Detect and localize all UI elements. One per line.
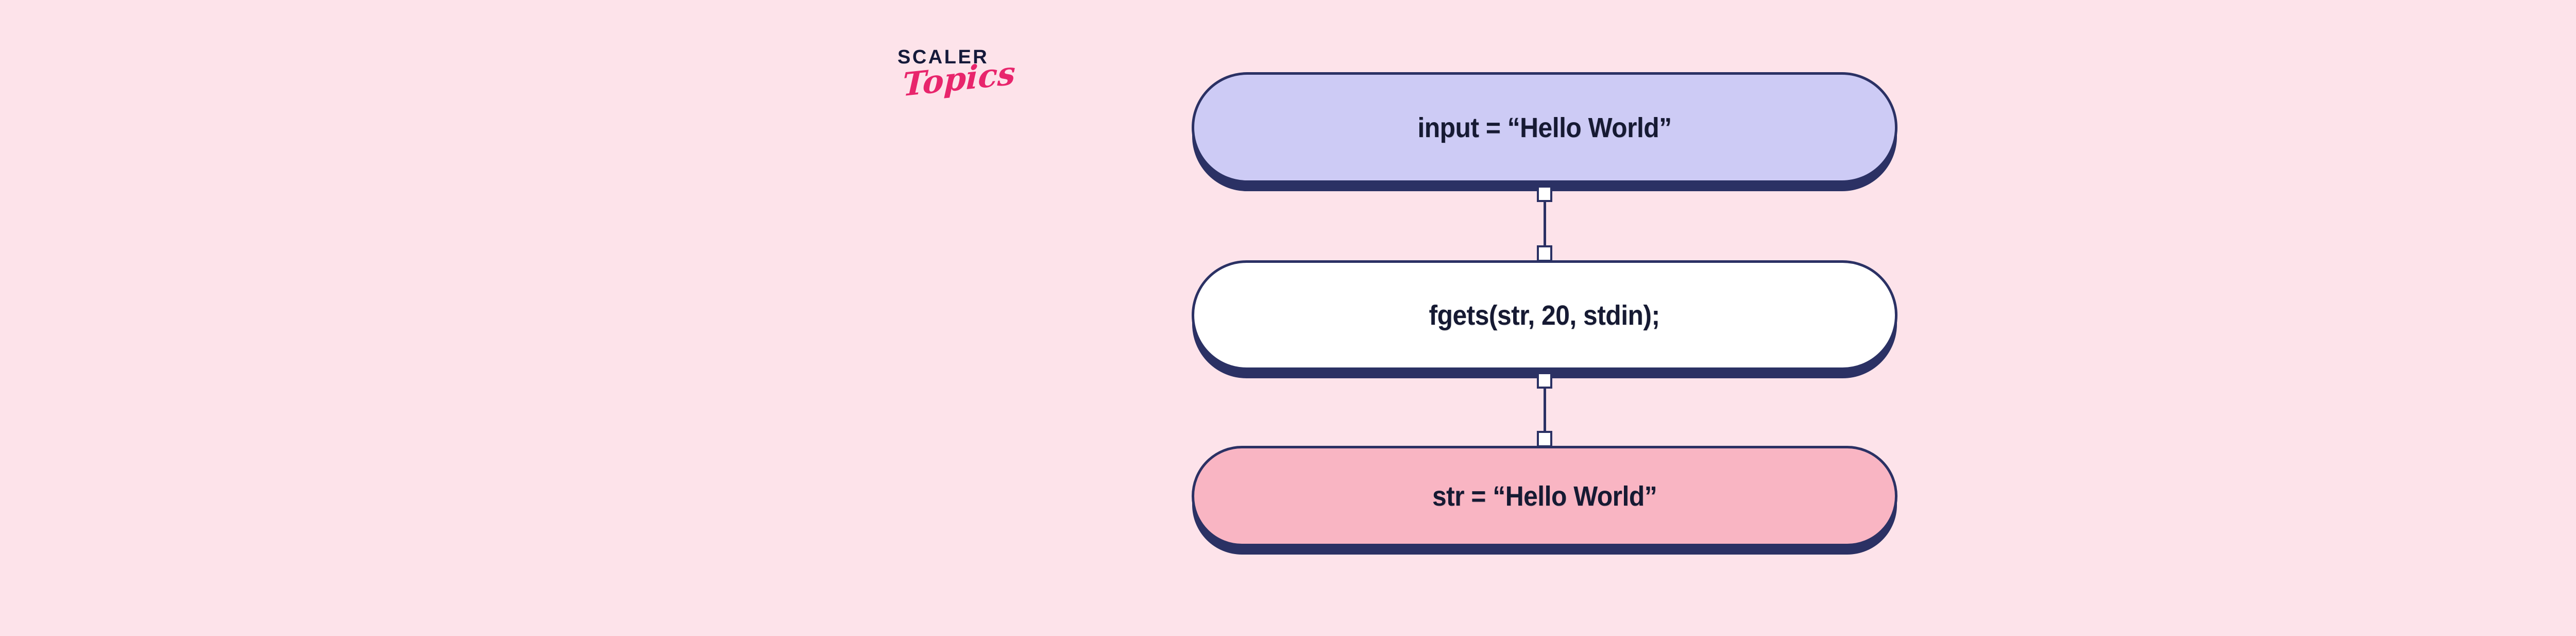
connector-port-top-icon bbox=[1537, 372, 1552, 389]
flow-connector-input-to-fgets bbox=[1536, 186, 1557, 262]
scaler-topics-logo: SCALER Topics bbox=[897, 47, 1052, 125]
flow-connector-fgets-to-output bbox=[1536, 372, 1557, 447]
connector-line bbox=[1544, 201, 1546, 246]
flow-node-output-label: str = “Hello World” bbox=[1432, 480, 1657, 512]
connector-port-top-icon bbox=[1537, 186, 1552, 202]
flow-node-input: input = “Hello World” bbox=[1192, 72, 1897, 183]
connector-line bbox=[1544, 388, 1546, 432]
connector-port-bottom-icon bbox=[1537, 431, 1552, 447]
flowchart: input = “Hello World” fgets(str, 20, std… bbox=[1192, 72, 1900, 557]
flow-node-output: str = “Hello World” bbox=[1192, 446, 1897, 546]
connector-port-bottom-icon bbox=[1537, 245, 1552, 262]
logo-wordmark: SCALER bbox=[897, 46, 989, 68]
flow-node-fgets: fgets(str, 20, stdin); bbox=[1192, 260, 1897, 370]
flow-node-fgets-label: fgets(str, 20, stdin); bbox=[1429, 299, 1660, 331]
flow-node-input-label: input = “Hello World” bbox=[1417, 112, 1672, 143]
